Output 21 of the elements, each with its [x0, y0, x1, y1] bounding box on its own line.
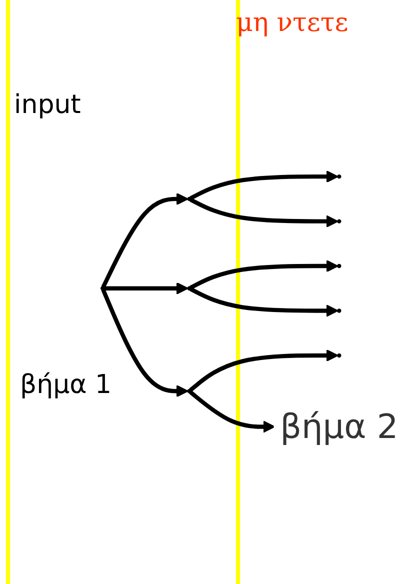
arrow: [101, 192, 188, 288]
arrow: [190, 287, 338, 317]
arrow: [189, 390, 276, 433]
node-circle: [337, 174, 342, 179]
node-text: βήμα 2: [280, 407, 398, 446]
node-circle: [337, 308, 342, 313]
node-circle: [337, 353, 342, 358]
arrow: [190, 170, 338, 200]
arrow: [188, 349, 338, 392]
node-circle: [187, 196, 192, 202]
node-circle: [187, 389, 192, 394]
node-circle: [337, 219, 342, 224]
handwritten-note: input: [14, 90, 81, 120]
handwritten-note: βήμα 1: [20, 370, 112, 400]
arrow: [190, 198, 338, 228]
arrow: [101, 288, 188, 398]
arrow: [190, 260, 338, 290]
node-circle: [187, 286, 192, 291]
arrow: [104, 282, 188, 295]
node-circle: [100, 286, 105, 291]
node-circle: [337, 264, 342, 268]
